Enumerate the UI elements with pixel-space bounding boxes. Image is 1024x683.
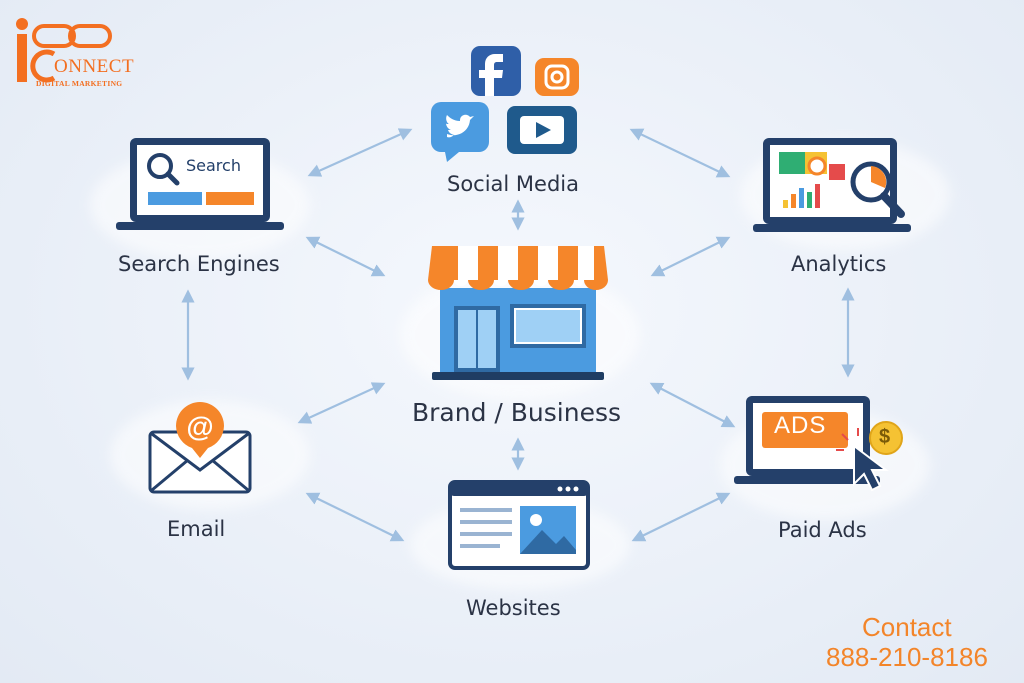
contact-block: Contact 888-210-8186 xyxy=(826,612,1016,672)
search-box-text: Search xyxy=(186,156,241,175)
logo-mark xyxy=(16,18,112,83)
logo-tagline: DIGITAL MARKETING xyxy=(36,79,123,88)
node-analytics: Analytics xyxy=(745,136,935,281)
facebook-icon xyxy=(471,46,521,96)
logo-wordmark: ONNECT xyxy=(54,56,135,77)
arrow-analytics-brand xyxy=(650,236,731,277)
youtube-icon xyxy=(507,106,577,154)
arrow-paidads-brand xyxy=(649,382,736,428)
node-websites: Websites xyxy=(446,478,596,628)
arrow-search-social xyxy=(307,128,413,177)
social-media-icons xyxy=(431,46,579,162)
website-browser-icon xyxy=(448,480,590,570)
node-paid-ads: ADS $ Paid Ads xyxy=(730,392,930,542)
node-social-media: Social Media xyxy=(425,44,615,204)
contact-phone[interactable]: 888-210-8186 xyxy=(826,642,988,672)
cursor-icon xyxy=(836,428,889,492)
company-logo: ONNECT DIGITAL MARKETING xyxy=(14,16,144,88)
search-engines-label: Search Engines xyxy=(118,252,280,276)
twitter-icon xyxy=(431,102,489,162)
brand-business-label: Brand / Business xyxy=(412,398,622,427)
instagram-icon xyxy=(535,58,579,96)
arrow-paidads-websites xyxy=(631,492,731,542)
node-search-engines: Search Search Engines xyxy=(110,136,300,281)
contact-title: Contact xyxy=(862,612,952,642)
at-sign-icon: @ xyxy=(176,402,224,458)
svg-text:@: @ xyxy=(186,411,213,442)
arrow-search-brand xyxy=(305,236,386,277)
paid-ads-laptop-icon xyxy=(734,396,903,492)
search-laptop-icon xyxy=(116,138,284,230)
storefront-icon xyxy=(428,246,608,380)
ads-text: ADS xyxy=(774,412,827,439)
dollar-coin-icon xyxy=(869,421,903,455)
analytics-label: Analytics xyxy=(791,252,887,276)
node-brand-business: Brand / Business xyxy=(408,236,628,436)
arrow-email-brand xyxy=(297,382,386,424)
arrow-social-analytics xyxy=(629,128,731,178)
arrow-email-websites xyxy=(305,492,405,542)
paid-ads-label: Paid Ads xyxy=(778,518,867,542)
coin-symbol: $ xyxy=(879,426,891,448)
email-envelope-icon: @ xyxy=(148,402,252,494)
social-media-label: Social Media xyxy=(447,172,580,196)
websites-label: Websites xyxy=(466,596,561,620)
email-label: Email xyxy=(167,517,226,541)
node-email: @ Email xyxy=(140,400,270,545)
analytics-laptop-icon xyxy=(753,138,911,232)
